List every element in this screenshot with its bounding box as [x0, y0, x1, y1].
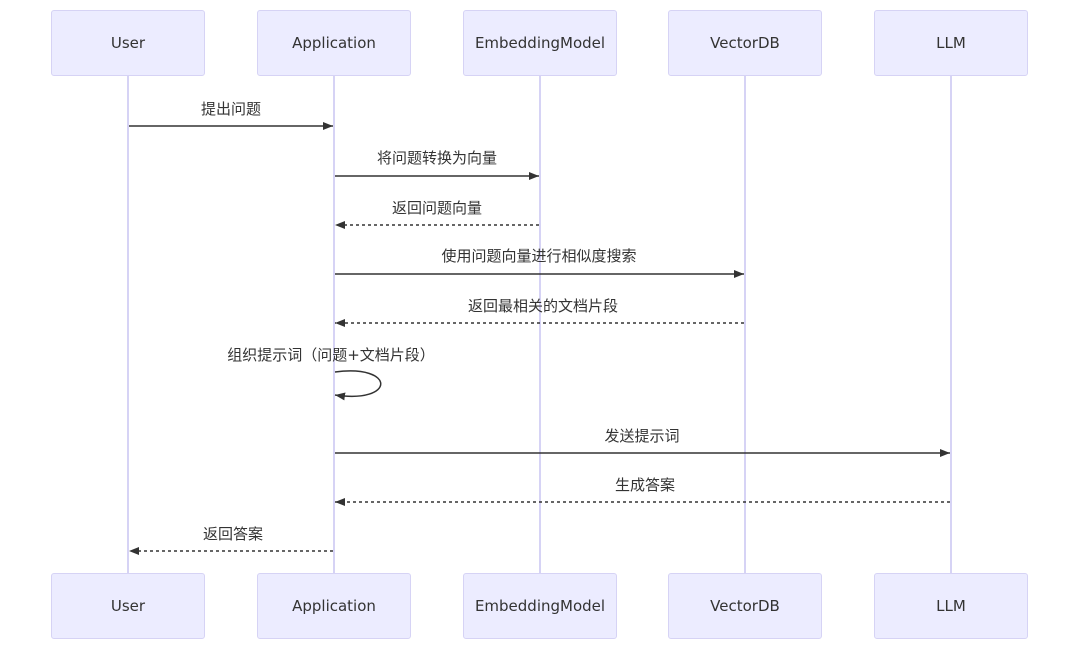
actor-user-bottom: User: [51, 573, 205, 639]
message-label-return-vector: 返回问题向量: [392, 199, 482, 217]
actor-embedding-model-bottom: EmbeddingModel: [463, 573, 617, 639]
message-label-embed-question: 将问题转换为向量: [377, 149, 497, 167]
message-label-similarity-search: 使用问题向量进行相似度搜索: [441, 247, 636, 265]
message-label-send-prompt: 发送提示词: [604, 427, 679, 445]
message-label-return-chunks: 返回最相关的文档片段: [468, 297, 618, 315]
actor-application-bottom: Application: [257, 573, 411, 639]
actor-vectordb-bottom: VectorDB: [668, 573, 822, 639]
actor-embedding-model-top: EmbeddingModel: [463, 10, 617, 76]
message-label-generate-answer: 生成答案: [615, 476, 675, 494]
actor-vectordb-top: VectorDB: [668, 10, 822, 76]
actor-user-top: User: [51, 10, 205, 76]
message-label-build-prompt: 组织提示词（问题+文档片段）: [227, 346, 435, 364]
actor-application-top: Application: [257, 10, 411, 76]
actor-llm-top: LLM: [874, 10, 1028, 76]
actor-llm-bottom: LLM: [874, 573, 1028, 639]
message-label-ask-question: 提出问题: [201, 100, 261, 118]
message-label-return-answer: 返回答案: [203, 525, 263, 543]
message-arrow-build-prompt: [334, 370, 382, 401]
